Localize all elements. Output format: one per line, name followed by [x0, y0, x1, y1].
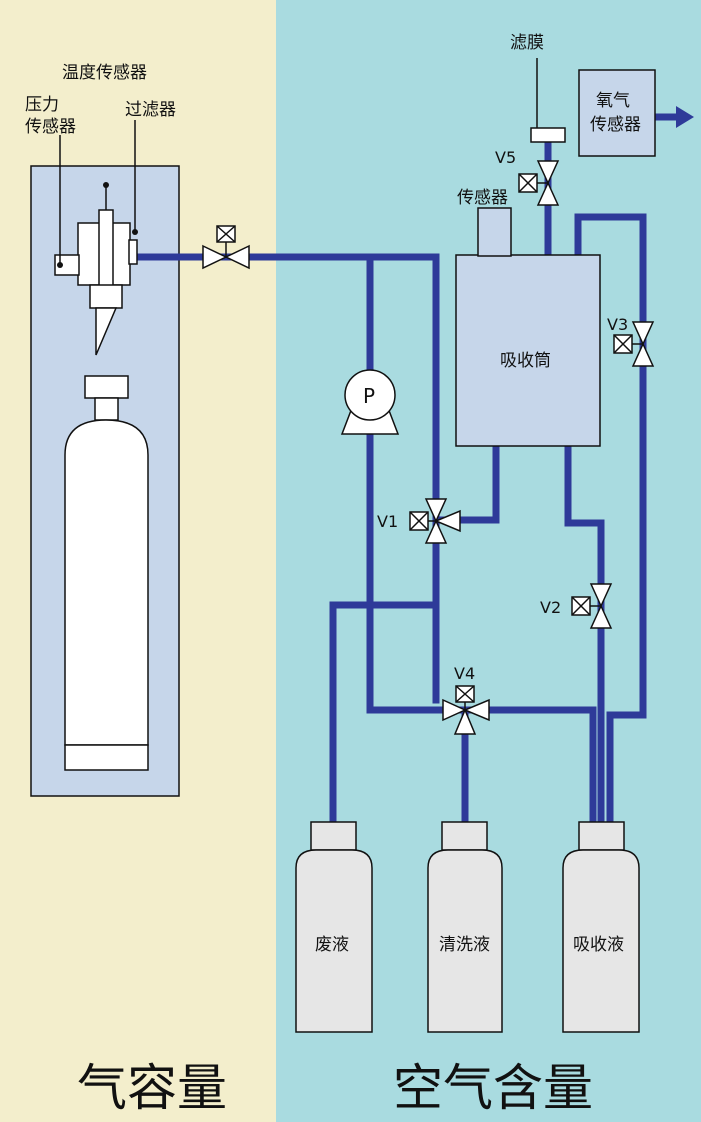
sensor-box: [477, 207, 512, 257]
membrane-box: [530, 127, 566, 143]
absorption-tube-vessel: [455, 254, 601, 447]
gas-cylinder: [64, 375, 149, 771]
valve-v1: [409, 498, 461, 544]
leader-lines: [57, 58, 538, 268]
right-section-title: 空气含量: [393, 1059, 593, 1117]
valve-v4: [442, 685, 490, 735]
pump: [340, 369, 400, 435]
membrane-label: 滤膜: [510, 33, 544, 53]
valve-v5-label: V5: [495, 148, 516, 167]
outlet-arrow-icon: [676, 106, 694, 128]
valve-v3: [613, 321, 655, 367]
valve-v2-label: V2: [540, 598, 561, 617]
bottle-cleaning: [427, 821, 503, 1033]
left-section-title: 气容量: [77, 1059, 227, 1117]
bottle-absorbent: [562, 821, 640, 1033]
valve-v5: [518, 160, 560, 206]
valve-v1-label: V1: [377, 512, 398, 531]
valve-v2: [571, 583, 613, 629]
regulator-assembly: [54, 209, 138, 356]
filter-label: 过滤器: [125, 100, 176, 120]
temperature-sensor-label: 温度传感器: [62, 63, 147, 83]
absorption-tube-label: 吸收筒: [500, 351, 551, 371]
bottle-waste: [295, 821, 373, 1033]
filter-box: [128, 239, 138, 265]
valve-v3-label: V3: [607, 315, 628, 334]
oxygen-sensor-box: [578, 69, 656, 157]
oxygen-sensor-label-line2: 传感器: [590, 115, 641, 135]
valve-v4-label: V4: [454, 664, 475, 683]
pressure-sensor-box: [54, 254, 80, 276]
pump-label: P: [363, 384, 375, 408]
bottle-cleaning-label: 清洗液: [439, 935, 490, 955]
sensor-label: 传感器: [457, 188, 508, 208]
inlet-valve: [202, 225, 250, 270]
bottle-absorbent-label: 吸收液: [573, 935, 624, 955]
oxygen-sensor-label-line1: 氧气: [596, 91, 630, 111]
bottle-waste-label: 废液: [315, 935, 349, 955]
pressure-sensor-label-line1: 压力: [25, 95, 59, 115]
pressure-sensor-label-line2: 传感器: [25, 117, 76, 137]
